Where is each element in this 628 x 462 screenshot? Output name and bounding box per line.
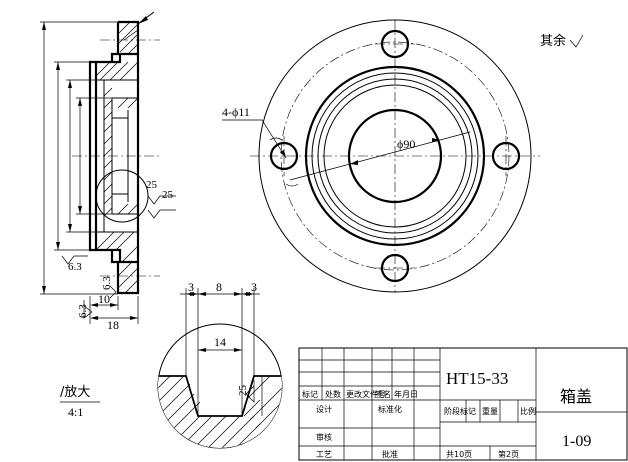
roughness-check-icon (569, 34, 584, 48)
tb-approve: 批准 (382, 449, 398, 459)
tb-mark: 标记 (302, 389, 318, 399)
surface-note: 其余 (540, 33, 566, 49)
tb-sign: 签名 (375, 389, 391, 399)
detail-dim-8: 8 (216, 280, 222, 294)
hole-callout: 4-ϕ11 (222, 105, 250, 119)
part-name: 箱盖 (560, 387, 592, 406)
tb-process: 工艺 (316, 450, 332, 459)
dim-10: 10 (98, 292, 110, 306)
front-view: ϕ90 4-ϕ11 (222, 19, 540, 293)
scale-note-ratio: 4:1 (68, 405, 83, 419)
tb-total-sheets: 共10页 (446, 450, 472, 459)
detail-dim-3b: 3 (251, 280, 257, 294)
detail-dim-14: 14 (214, 335, 226, 349)
section-hatching (95, 21, 139, 293)
tb-weight: 重量 (482, 406, 498, 416)
roughness-63-label: 6.3 (68, 261, 82, 273)
detail-view: 3 8 3 14 25 (157, 280, 283, 449)
detail-dim-3a: 3 (188, 280, 194, 294)
roughness-25b-label: 25 (162, 189, 174, 201)
drawing-number: 1-09 (562, 433, 591, 450)
tb-sheet: 第2页 (498, 449, 519, 459)
roughness-25-label: 25 (146, 179, 158, 191)
tb-design: 设计 (316, 404, 332, 414)
roughness-63c-label: 6.3 (101, 276, 113, 290)
title-block: HT15-33 箱盖 1-09 标记 处数 更改文件号 签名 年月日 设计 标准… (298, 347, 628, 461)
detail-roughness-25: 25 (237, 385, 249, 397)
tb-scale: 比例 (520, 406, 536, 416)
vertical-dimensions (40, 21, 118, 295)
tb-count: 处数 (325, 389, 341, 399)
tb-standard: 标准化 (378, 404, 402, 414)
tb-change: 更改文件号 (346, 389, 386, 399)
diameter-label: ϕ90 (397, 137, 415, 151)
material-label: HT15-33 (446, 369, 508, 388)
tb-review: 审核 (316, 432, 332, 442)
roughness-symbols (61, 195, 176, 319)
scale-note-label: /放大 (60, 385, 90, 400)
dim-18: 18 (107, 318, 119, 332)
tb-date: 年月日 (394, 389, 418, 399)
tb-stage: 阶段标记 (444, 406, 476, 416)
section-view: 10 18 6.3 25 25 6.3 6.3 (40, 11, 176, 332)
roughness-63b-label: 6.3 (77, 304, 89, 318)
